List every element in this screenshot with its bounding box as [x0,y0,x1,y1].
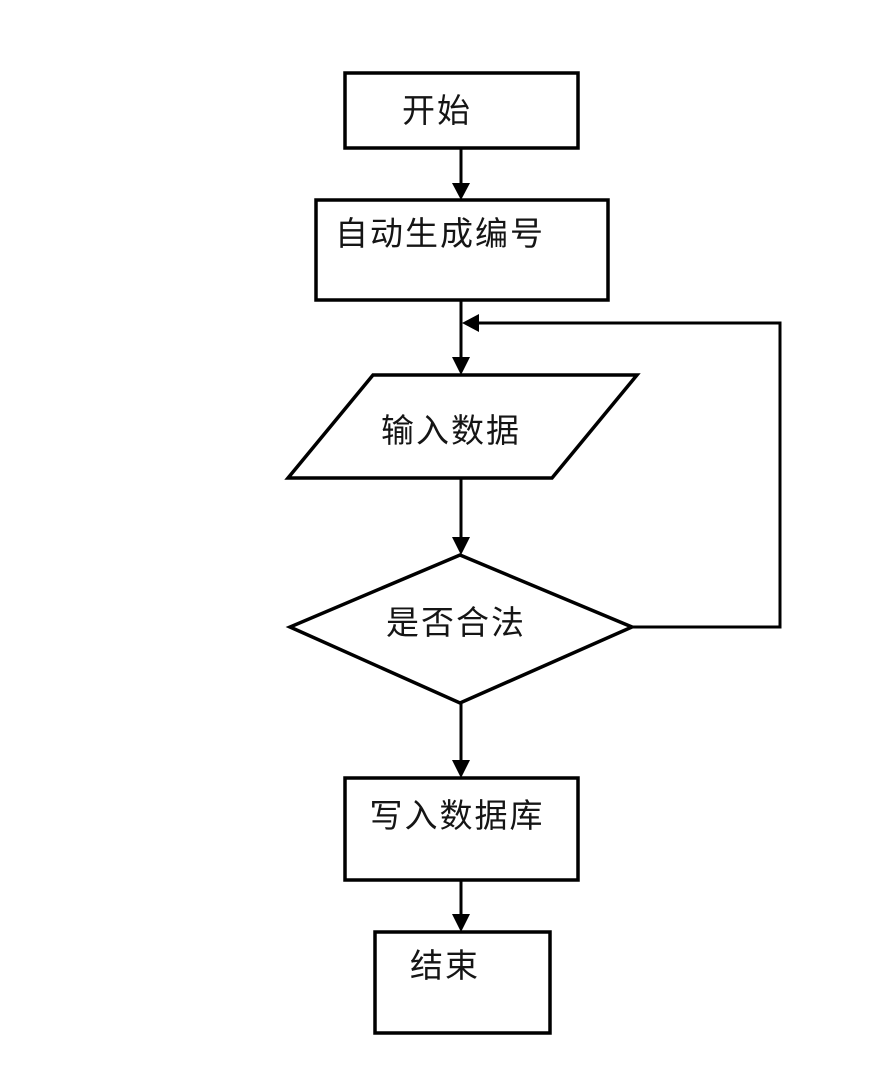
end-node: 结束 [373,930,552,1035]
arrow-start-to-auto-number [452,148,470,200]
auto-number-process-node: 自动生成编号 [314,198,610,302]
input-data-io-label: 输入数据 [381,413,521,450]
write-db-process-label: 写入数据库 [370,798,545,835]
start-node-label: 开始 [402,93,472,130]
arrowhead-down-icon [452,537,470,555]
arrowhead-down-icon [452,183,470,200]
arrowhead-down-icon [452,914,470,932]
arrowhead-down-icon [452,357,470,375]
validate-decision-label: 是否合法 [386,605,526,642]
auto-number-process-label: 自动生成编号 [335,216,545,253]
arrowhead-left-icon [462,314,479,332]
arrow-auto-number-to-input-data [452,300,470,375]
start-node: 开始 [343,71,580,150]
arrow-write-db-to-end [452,880,470,932]
arrowhead-down-icon [452,760,470,778]
feedback-loop-validate-to-input-junction [462,314,782,629]
end-node-label: 结束 [410,948,480,985]
arrow-input-data-to-validate [452,478,470,555]
input-data-io-node: 输入数据 [284,373,641,480]
write-db-process-node: 写入数据库 [343,776,580,882]
arrow-validate-to-write-db [452,703,470,778]
validate-decision-node: 是否合法 [285,553,637,705]
